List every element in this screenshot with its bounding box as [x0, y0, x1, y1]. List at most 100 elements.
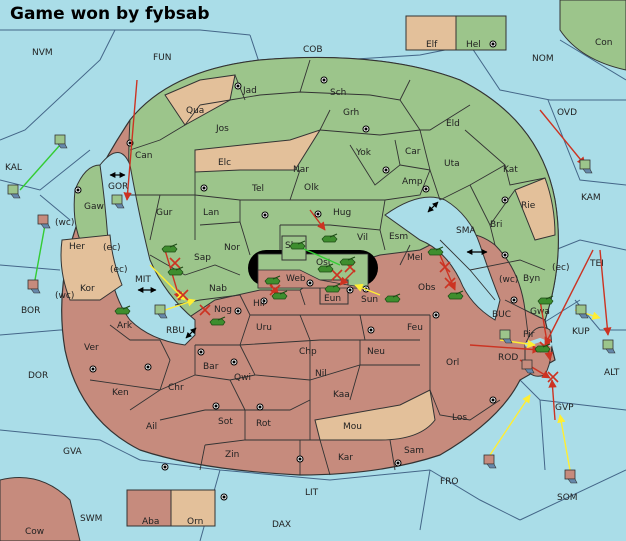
- sea-label-NOM: NOM: [532, 54, 554, 64]
- land-label-Sch: Sch: [330, 88, 346, 98]
- supply-center-core: [424, 187, 428, 191]
- land-label-Feu: Feu: [407, 323, 423, 333]
- sea-label-SOM: SOM: [557, 493, 578, 503]
- fleet-unit[interactable]: [7, 184, 21, 199]
- army-unit[interactable]: [264, 275, 281, 285]
- sea-label-COB: COB: [303, 45, 323, 55]
- order-arrow: [123, 79, 138, 201]
- army-unit[interactable]: [209, 316, 226, 326]
- region-Rie[interactable]: [514, 177, 556, 241]
- order-arrow: [599, 249, 612, 336]
- army-unit[interactable]: [534, 343, 551, 353]
- land-label-Kor: Kor: [80, 284, 95, 294]
- army-unit[interactable]: [161, 243, 178, 253]
- army-unit[interactable]: [321, 233, 338, 243]
- land-label-Jad: Jad: [242, 86, 257, 96]
- sea-label-SWM: SWM: [80, 514, 102, 524]
- legend-label-Aba: Aba: [142, 517, 159, 527]
- supply-center-core: [491, 42, 495, 46]
- support-arrow: [164, 298, 196, 311]
- supply-center-core: [236, 84, 240, 88]
- region-Qua[interactable]: [164, 74, 236, 126]
- land-label-Rot: Rot: [256, 419, 271, 429]
- region-Her-Kor[interactable]: [60, 234, 123, 301]
- land-label-Neu: Neu: [367, 347, 385, 357]
- fleet-unit[interactable]: [111, 194, 125, 209]
- order-arrow: [339, 269, 356, 286]
- supply-center-core: [199, 350, 203, 354]
- sea-label-GVA: GVA: [63, 447, 83, 457]
- fleet-unit[interactable]: [37, 214, 51, 229]
- land-label-Amp: Amp: [402, 177, 423, 187]
- army-unit[interactable]: [114, 305, 131, 315]
- land-label-Esm: Esm: [389, 232, 408, 242]
- land-label-Qua: Qua: [186, 106, 204, 116]
- coast-label-ec2: (ec): [110, 265, 128, 275]
- order-arrow: [439, 254, 456, 291]
- sea-label-KUP: KUP: [572, 327, 590, 337]
- sea-label-FRO: FRO: [440, 477, 459, 487]
- fleet-unit[interactable]: [521, 359, 535, 374]
- sea-label-SMA: SMA: [456, 226, 476, 236]
- land-label-Orl: Orl: [446, 358, 459, 368]
- sea-label-NVM: NVM: [32, 48, 53, 58]
- legend-box-Hel: [455, 15, 507, 51]
- supply-center-core: [202, 186, 206, 190]
- army-unit[interactable]: [384, 293, 401, 303]
- land-label-Byn: Byn: [523, 274, 540, 284]
- land-label-Uta: Uta: [444, 159, 460, 169]
- fleet-unit[interactable]: [154, 304, 168, 319]
- land-label-Nor: Nor: [224, 243, 240, 253]
- fleet-unit[interactable]: [483, 454, 497, 469]
- order-arrow: [309, 209, 326, 231]
- supply-center-core: [434, 313, 438, 317]
- army-unit[interactable]: [447, 290, 464, 300]
- support-arrow: [489, 394, 531, 456]
- land-label-Gwa: Gwa: [530, 307, 550, 317]
- fleet-unit[interactable]: [27, 279, 41, 294]
- support-arrow: [354, 283, 381, 296]
- sea-label-FUN: FUN: [153, 53, 172, 63]
- land-label-Lan: Lan: [203, 208, 219, 218]
- land-label-Bar: Bar: [203, 362, 219, 372]
- land-label-Sam: Sam: [404, 446, 424, 456]
- land-label-Can: Can: [135, 151, 153, 161]
- supply-center-core: [503, 253, 507, 257]
- land-label-Zin: Zin: [225, 450, 239, 460]
- sea-label-ALT: ALT: [604, 368, 620, 378]
- army-unit[interactable]: [427, 246, 444, 256]
- land-label-Ark: Ark: [117, 321, 133, 331]
- army-unit[interactable]: [271, 290, 288, 300]
- land-label-Vil: Vil: [357, 233, 368, 243]
- sea-label-LIT: LIT: [305, 488, 319, 498]
- hold-line: [19, 144, 61, 191]
- fleet-unit[interactable]: [54, 134, 68, 149]
- hold-line: [34, 224, 46, 281]
- fleet-unit[interactable]: [602, 339, 616, 354]
- fleet-unit[interactable]: [564, 469, 578, 484]
- supply-center-core: [491, 398, 495, 402]
- supply-center-core: [222, 495, 226, 499]
- land-label-Her: Her: [69, 242, 85, 252]
- army-unit[interactable]: [289, 240, 306, 250]
- legend-label-Hel: Hel: [466, 40, 481, 50]
- land-label-Nab: Nab: [209, 284, 227, 294]
- army-unit[interactable]: [537, 295, 554, 305]
- land-label-Sap: Sap: [194, 253, 211, 263]
- fleet-unit[interactable]: [499, 329, 513, 344]
- sea-label-OVD: OVD: [557, 108, 577, 118]
- sea-label-KAM: KAM: [581, 193, 601, 203]
- fleet-unit[interactable]: [575, 304, 589, 319]
- army-unit[interactable]: [317, 263, 334, 273]
- army-unit[interactable]: [167, 266, 184, 276]
- sea-label-ROD: ROD: [498, 353, 518, 363]
- double-arrows: [109, 172, 488, 339]
- supply-center-core: [128, 141, 132, 145]
- army-unit[interactable]: [324, 283, 341, 293]
- region-Mou[interactable]: [314, 389, 436, 441]
- land-label-Hil: Hil: [253, 299, 265, 309]
- army-unit[interactable]: [339, 256, 356, 266]
- fleet-unit[interactable]: [579, 159, 593, 174]
- region-Gaw[interactable]: [73, 164, 109, 241]
- region-Cow[interactable]: [0, 477, 81, 541]
